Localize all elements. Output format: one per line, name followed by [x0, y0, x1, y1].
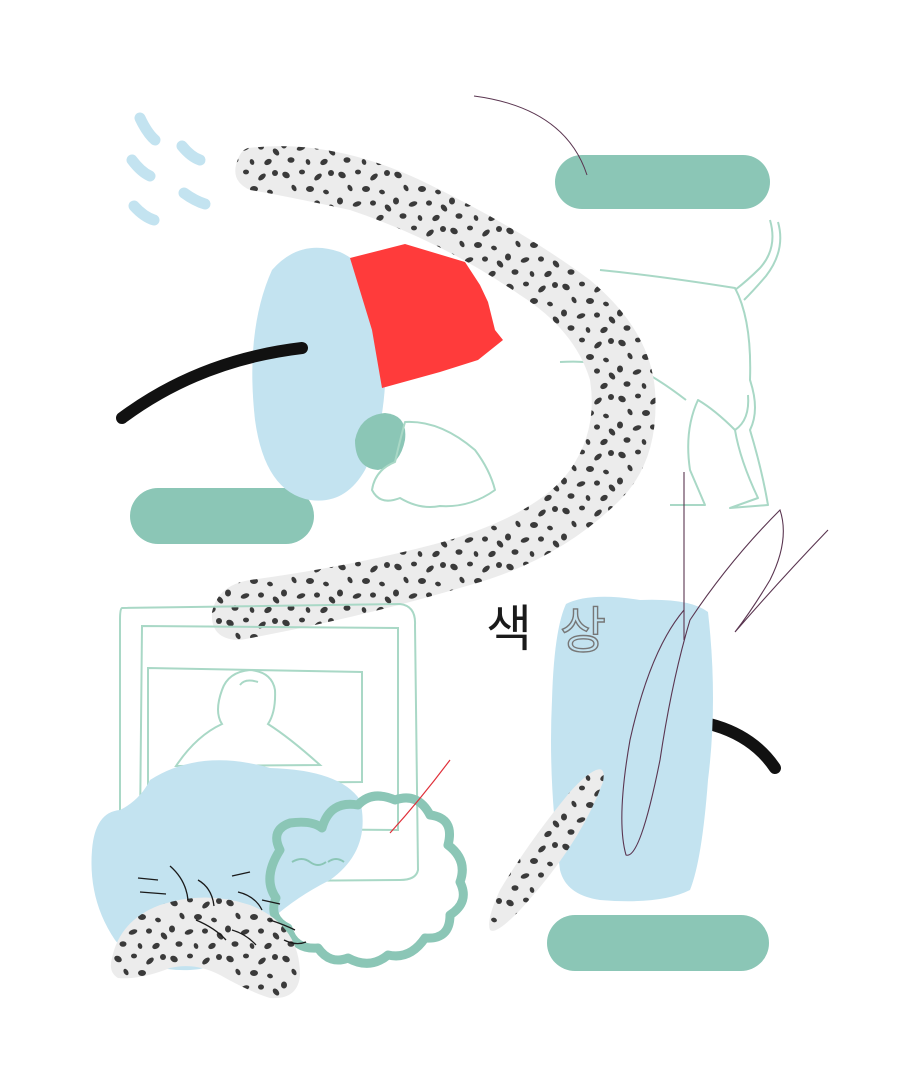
speckled-feather [489, 769, 604, 931]
mint-blob-small [355, 413, 406, 470]
blue-column [551, 596, 713, 902]
title-char-sang: 상 [559, 602, 606, 660]
cloud-squiggles [291, 858, 345, 866]
blue-oval [252, 247, 386, 501]
mint-pill-bottom [547, 915, 769, 971]
dog-outline [371, 219, 782, 509]
thin-line-top [473, 95, 588, 176]
red-line [389, 759, 451, 834]
rain-drops [126, 112, 211, 226]
title-char-saek: 색 [486, 600, 532, 658]
speckled-arc [211, 146, 656, 641]
speckled-blob [110, 897, 300, 999]
tv-outline [118, 602, 420, 884]
red-block [350, 244, 503, 388]
mint-pill-left [130, 488, 314, 544]
hair-strokes [137, 865, 307, 946]
black-stroke-left [116, 342, 308, 424]
mint-pill-top [555, 155, 770, 209]
plum-scribbles [621, 472, 829, 856]
